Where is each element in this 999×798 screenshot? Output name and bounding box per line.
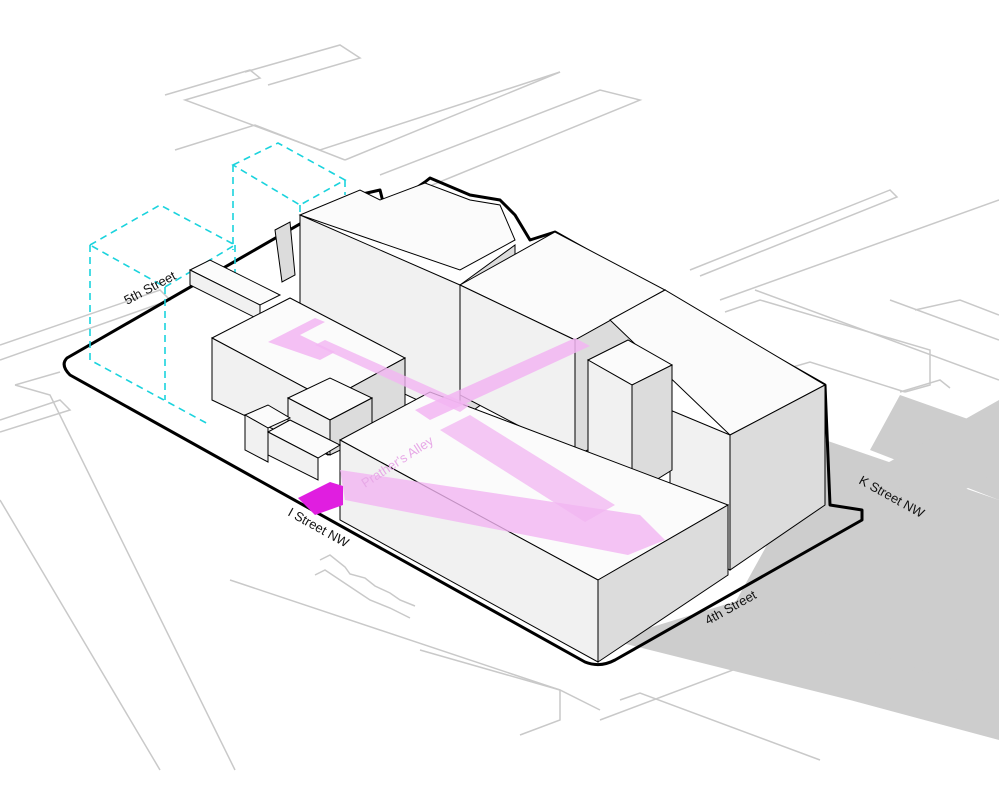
site-boundary (62, 176, 864, 667)
small-low-pieces (243, 404, 342, 481)
small-buildings-5th (188, 221, 296, 321)
prathers-alley (268, 318, 665, 555)
far-right-block (609, 289, 827, 571)
